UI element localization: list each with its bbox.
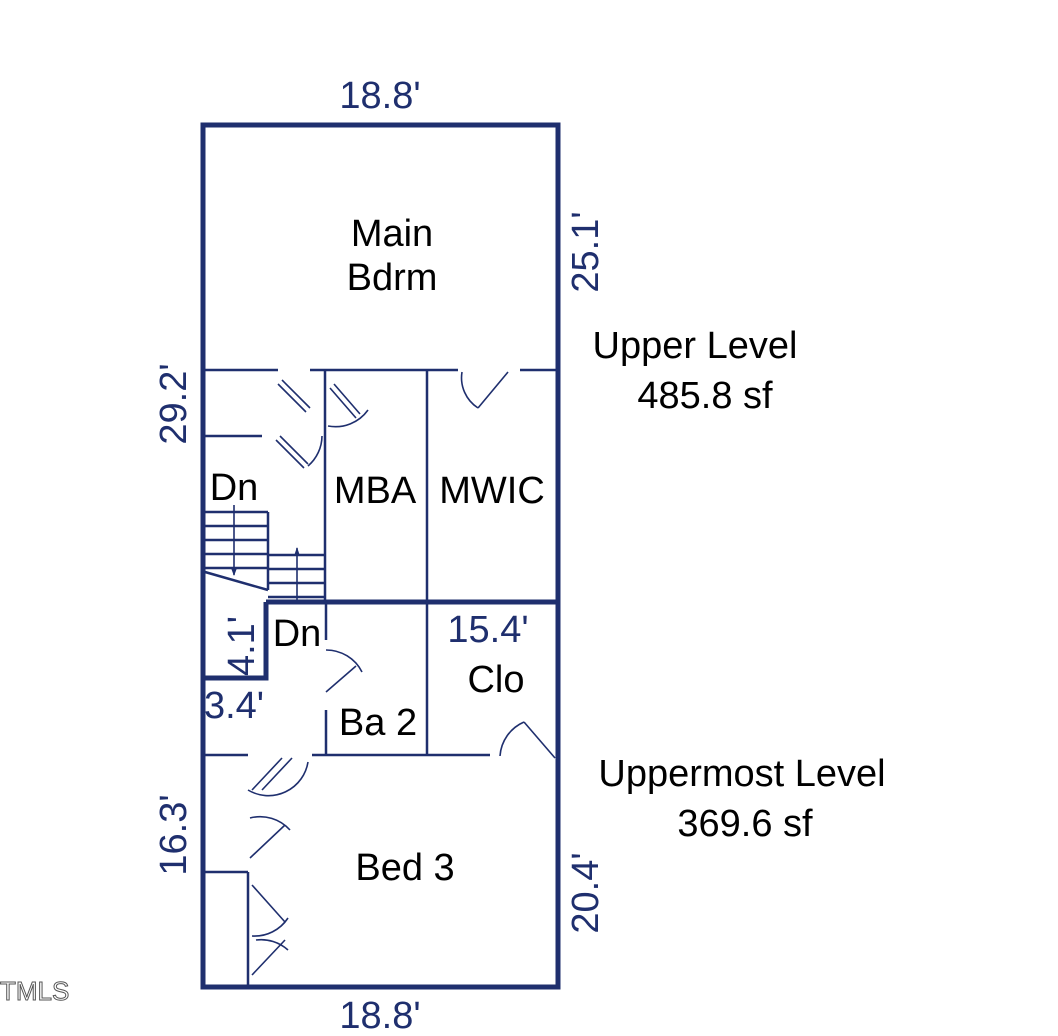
dimension-left-lower: 16.3' [153,794,195,875]
room-label-stairs-down-upper: Dn [210,467,259,509]
dimension-stair-vertical: 4.1' [221,616,263,676]
room-label-main-bdrm-line2: Bdrm [347,257,438,299]
watermark: TMLS [0,976,69,1006]
stair-landing-wall [203,602,269,681]
room-label-ba2: Ba 2 [339,702,417,744]
room-label-main-bdrm-line1: Main [351,213,433,255]
level-name-upper: Upper Level [593,325,798,367]
door-swings [247,371,556,976]
dimension-stair-horizontal: 3.4' [204,685,264,727]
dimension-bottom: 18.8' [339,995,420,1036]
dimension-left-upper: 29.2' [153,363,195,444]
outer-wall [200,122,561,990]
dimension-interior: 15.4' [447,609,528,651]
room-label-mwic: MWIC [439,470,545,512]
level-name-uppermost: Uppermost Level [598,753,885,795]
room-label-clo: Clo [467,659,524,701]
dimension-right-lower: 20.4' [565,852,607,933]
room-label-stairs-down-lower: Dn [273,613,322,655]
dimension-top: 18.8' [339,75,420,117]
stairs-left [204,505,270,592]
room-label-bed3: Bed 3 [355,847,454,889]
stairs-right [268,547,325,600]
level-area-uppermost: 369.6 sf [677,803,813,845]
level-area-upper: 485.8 sf [637,375,773,417]
dimension-right-upper: 25.1' [565,211,607,292]
room-label-mba: MBA [334,470,417,512]
